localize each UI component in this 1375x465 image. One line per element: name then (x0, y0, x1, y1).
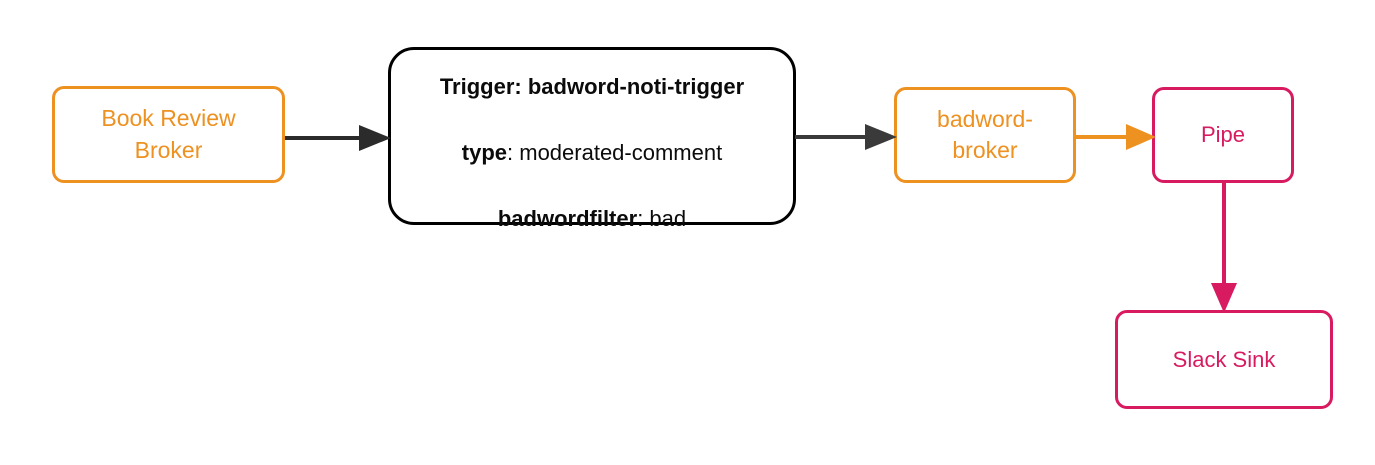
arrowhead-icon (1211, 283, 1237, 313)
arrowhead-icon (359, 125, 391, 151)
trigger-line-3-value: : bad (637, 206, 687, 231)
node-trigger-label: Trigger: badword-noti-trigger type: mode… (440, 37, 744, 235)
trigger-line-2-value: : moderated-comment (507, 140, 723, 165)
node-slack-sink-label: Slack Sink (1172, 346, 1276, 372)
node-badword-broker[interactable]: badword- broker (894, 87, 1076, 183)
edge-pipe-to-slack-sink (1211, 183, 1237, 313)
node-pipe[interactable]: Pipe (1152, 87, 1294, 183)
arrowhead-icon (865, 124, 897, 150)
arrowhead-icon (1126, 124, 1156, 150)
trigger-line-2-key: type (461, 140, 508, 165)
node-badword-broker-label: badword- broker (937, 105, 1033, 163)
node-pipe-label: Pipe (1200, 122, 1246, 148)
edge-book-review-broker-to-trigger (285, 125, 391, 151)
edge-trigger-to-badword-broker (795, 124, 897, 150)
node-trigger[interactable]: Trigger: badword-noti-trigger type: mode… (388, 47, 796, 231)
trigger-line-3-key: badwordfilter (497, 206, 638, 231)
trigger-line-1: Trigger: badword-noti-trigger (439, 74, 745, 99)
edge-badword-broker-to-pipe (1076, 124, 1156, 150)
node-slack-sink[interactable]: Slack Sink (1115, 310, 1333, 409)
node-book-review-broker[interactable]: Book Review Broker (52, 86, 285, 183)
node-book-review-broker-label: Book Review Broker (101, 105, 236, 163)
